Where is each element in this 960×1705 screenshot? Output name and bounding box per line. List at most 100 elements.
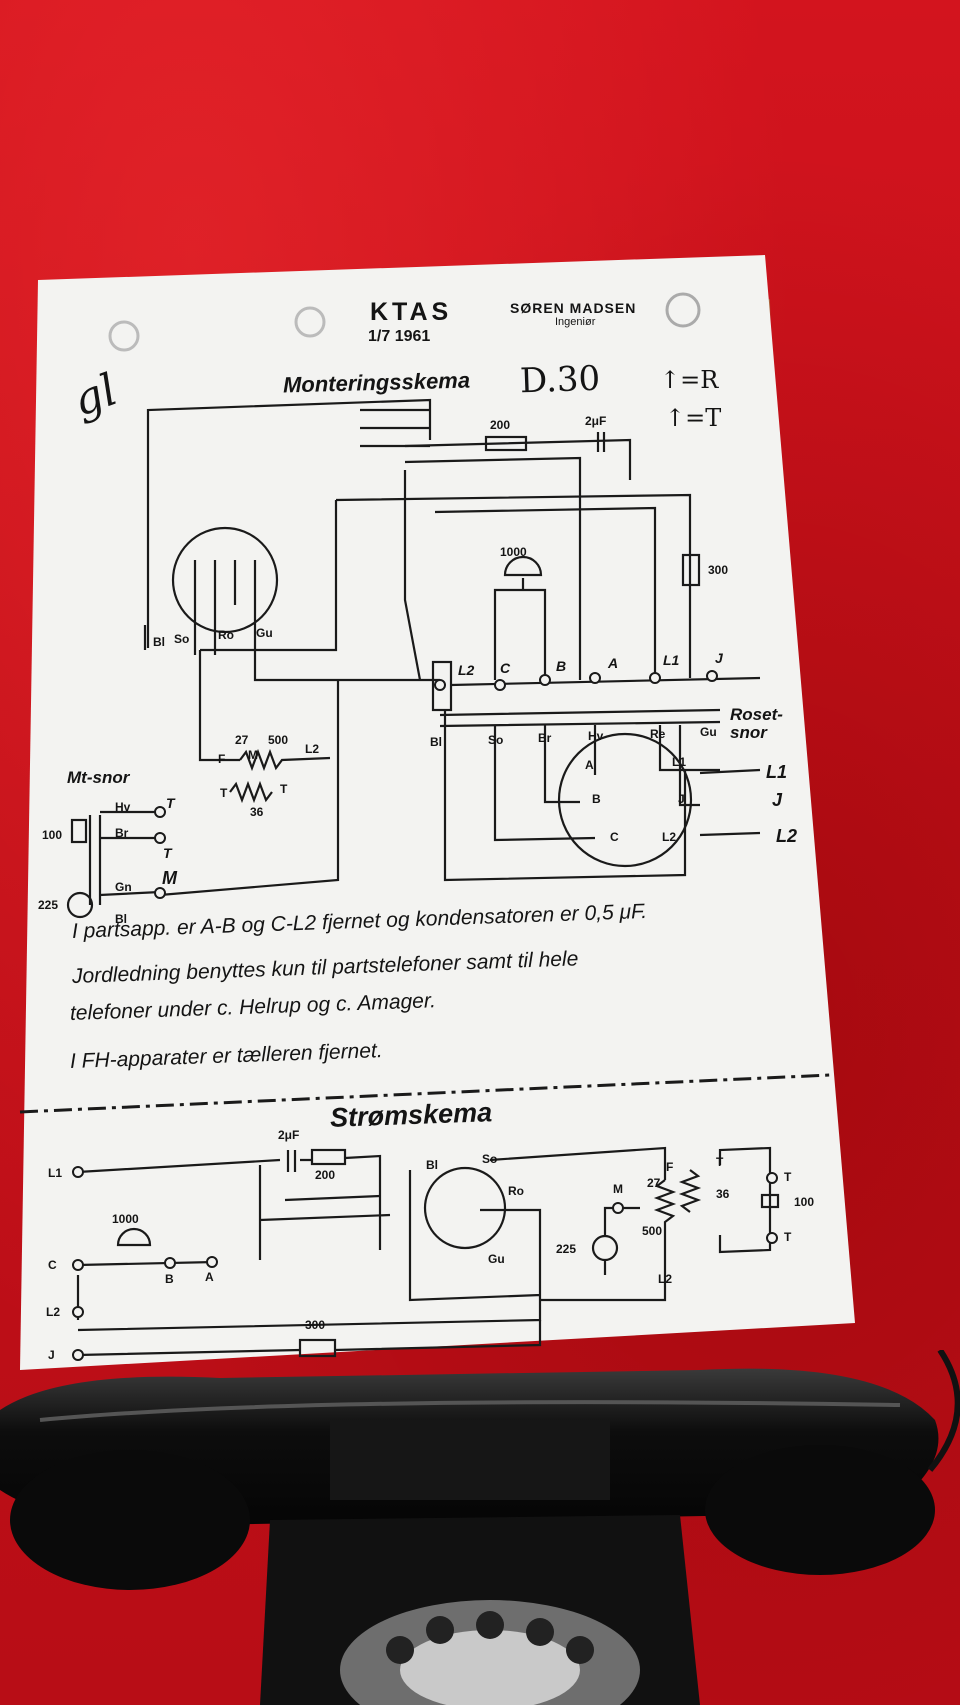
dial-circle — [423, 1166, 507, 1250]
dial-center — [400, 1630, 580, 1705]
phone-cord — [927, 1350, 960, 1472]
wire — [200, 500, 338, 652]
circuit-label-2uf: 2μF — [278, 1128, 300, 1142]
wire — [718, 1146, 772, 1254]
handset-100 — [760, 1193, 780, 1209]
coil-label-l2: L2 — [305, 742, 320, 756]
rosette-label: Roset- snor — [730, 705, 783, 742]
line-out — [699, 768, 761, 837]
wire — [335, 493, 692, 678]
circuit-label-1000: 1000 — [112, 1212, 139, 1226]
label-500: 500 — [268, 733, 289, 747]
wire — [198, 650, 240, 762]
resistor-27-500 — [239, 748, 331, 772]
terminal-j: J — [715, 650, 723, 666]
dial-contacts — [193, 560, 257, 605]
coil-36 — [678, 1169, 702, 1213]
circuit-terminal-l2: L2 — [46, 1305, 61, 1319]
handset-100 — [70, 818, 88, 844]
punch-hole — [665, 292, 701, 328]
cord-terminal-t2: T — [163, 845, 172, 861]
resistor-200 — [484, 435, 528, 452]
circuit-label-f: F — [666, 1160, 674, 1174]
terminal-a: A — [608, 655, 619, 671]
terminal-c: C — [500, 660, 511, 676]
wire — [99, 810, 161, 897]
rosette-terminal-c: C — [610, 830, 619, 844]
rosette-terminal-l1: L1 — [672, 755, 687, 769]
dial-label-gu: Gu — [256, 626, 273, 640]
circuit-diagram-title: Strømskema — [329, 1097, 493, 1133]
wire — [493, 578, 547, 680]
resistor-300 — [681, 553, 701, 587]
engineer-name: SØREN MADSEN — [510, 300, 637, 316]
wire — [603, 1206, 640, 1275]
terminal-l2: L2 — [458, 662, 475, 678]
label-36: 36 — [250, 805, 264, 819]
mt-cord — [88, 815, 102, 905]
wire — [489, 1146, 667, 1180]
cord-terminal-m: M — [162, 868, 177, 888]
circuit-label-36: 36 — [716, 1187, 730, 1201]
mt-cord-label: Mt-snor — [67, 768, 130, 787]
wire — [77, 1154, 382, 1250]
resistor-200 — [310, 1148, 347, 1166]
rosette-circle — [557, 732, 693, 868]
earpiece — [10, 1450, 250, 1590]
wire — [258, 1165, 391, 1260]
circuit-label-b: B — [165, 1272, 174, 1286]
coil-label-t2: T — [280, 782, 288, 796]
mouthpiece — [705, 1445, 935, 1575]
circuit-label-t1: T — [716, 1155, 724, 1169]
circuit-terminal-j: J — [48, 1348, 55, 1362]
wire — [403, 470, 422, 681]
punch-hole — [108, 320, 140, 352]
engineer-title: Ingeniør — [555, 316, 596, 328]
terminal-l1: L1 — [663, 652, 680, 668]
coil-label-m: M — [248, 748, 258, 762]
bell-1000 — [503, 555, 543, 577]
circuit-label-500: 500 — [642, 1224, 663, 1238]
handwritten-code: D.30 — [519, 358, 601, 402]
rosette-wire-so: So — [488, 733, 504, 747]
cord-color-bl: Bl — [115, 912, 127, 926]
handset-highlight — [39, 1400, 901, 1422]
coil-27-500 — [540, 1179, 677, 1302]
terminal-block — [431, 660, 453, 712]
cord-color-br: Br — [115, 826, 129, 840]
circuit-terminal-c: C — [48, 1258, 57, 1272]
handwritten-r: ↑=R — [660, 366, 719, 394]
rosette-wire-gu: Gu — [700, 725, 717, 739]
dial-label-bl: Bl — [153, 635, 165, 649]
wire — [146, 398, 432, 648]
capacitor-2uf — [286, 1150, 297, 1172]
circuit-label-t3: T — [784, 1230, 792, 1244]
wire — [443, 710, 687, 882]
cord-terminal-t1: T — [166, 795, 175, 811]
handset-225 — [591, 1234, 619, 1262]
handwritten-t: ↑=T — [665, 404, 722, 432]
cradle — [330, 1420, 610, 1500]
mounting-diagram-title: Monteringsskema — [282, 367, 471, 398]
label-100: 100 — [42, 828, 63, 842]
capacitor-2uf — [596, 432, 606, 452]
rosette-terminal-b: B — [592, 792, 601, 806]
coil-label-f: F — [218, 752, 226, 766]
dial-label-so: So — [174, 632, 190, 646]
line-label-j: J — [772, 790, 783, 810]
rosette-wire-bl: Bl — [430, 735, 442, 749]
circuit-label-m: M — [613, 1182, 623, 1196]
wire — [76, 1260, 542, 1357]
wire — [404, 456, 582, 680]
circuit-label-gu: Gu — [488, 1252, 505, 1266]
wire — [404, 438, 632, 480]
company-name: KTAS — [370, 298, 453, 326]
wire — [143, 605, 440, 682]
rosette-terminal-a: A — [585, 758, 594, 772]
terminal-b: B — [556, 658, 567, 674]
wire — [159, 680, 340, 897]
label-225: 225 — [38, 898, 59, 912]
rosette-wire-re: Re — [650, 727, 666, 741]
punch-hole — [294, 306, 326, 338]
label-300: 300 — [708, 563, 729, 577]
